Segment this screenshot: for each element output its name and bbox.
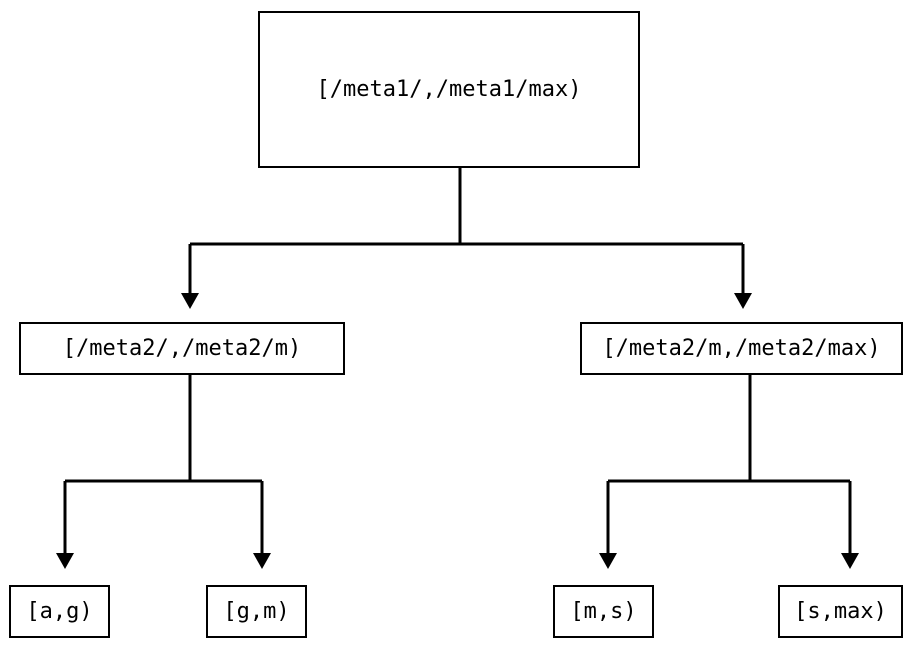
arrowhead-to-leaf-1 [56, 553, 74, 569]
node-level2-right[interactable]: [/meta2/m,/meta2/max) [580, 322, 903, 375]
node-leaf-2[interactable]: [g,m) [206, 585, 307, 638]
node-level2-left[interactable]: [/meta2/,/meta2/m) [19, 322, 345, 375]
node-root[interactable]: [/meta1/,/meta1/max) [258, 11, 640, 168]
arrowhead-to-leaf-4 [841, 553, 859, 569]
node-root-label: [/meta1/,/meta1/max) [316, 77, 582, 102]
node-leaf-4[interactable]: [s,max) [778, 585, 903, 638]
node-leaf-3[interactable]: [m,s) [553, 585, 654, 638]
arrowhead-to-leaf-2 [253, 553, 271, 569]
node-leaf-3-label: [m,s) [570, 599, 637, 624]
node-level2-right-label: [/meta2/m,/meta2/max) [602, 336, 881, 361]
arrowhead-to-level2-right [734, 293, 752, 309]
arrowhead-to-level2-left [181, 293, 199, 309]
arrowhead-to-leaf-3 [599, 553, 617, 569]
node-leaf-1[interactable]: [a,g) [9, 585, 110, 638]
node-leaf-2-label: [g,m) [223, 599, 290, 624]
node-leaf-1-label: [a,g) [26, 599, 93, 624]
node-leaf-4-label: [s,max) [794, 599, 887, 624]
node-level2-left-label: [/meta2/,/meta2/m) [62, 336, 302, 361]
